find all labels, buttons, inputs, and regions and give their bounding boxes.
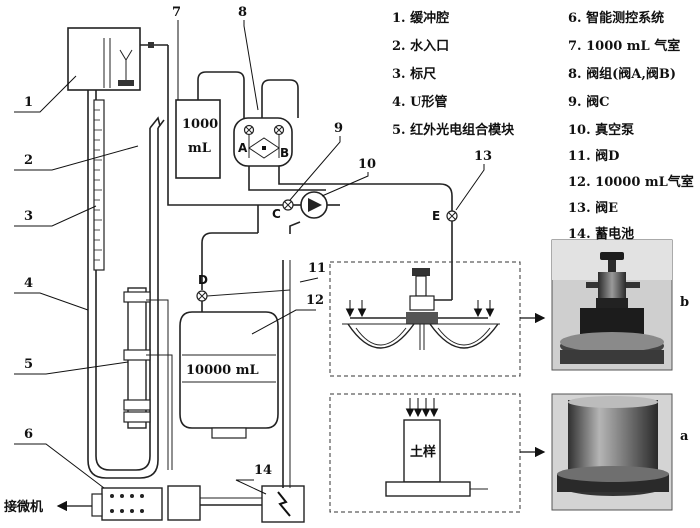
callout-2: 2 <box>24 153 33 168</box>
callout-5: 5 <box>24 357 33 372</box>
callouts <box>14 20 485 495</box>
valve-d: D <box>196 273 291 312</box>
ruler-scale <box>93 99 105 271</box>
water-inlet <box>157 119 165 129</box>
legend-item-13: 13. 阀E <box>568 200 618 216</box>
legend-item-8: 8. 阀组(阀A,阀B) <box>568 66 676 82</box>
legend-item-2: 2. 水入口 <box>392 38 449 54</box>
chamber-1000-volume: 1000 <box>182 117 218 132</box>
chamber-1000ml: 1000 mL <box>167 45 245 206</box>
vacuum-pump <box>293 191 340 219</box>
callout-8: 8 <box>238 5 247 20</box>
infrared-module <box>123 287 173 470</box>
legend-item-9: 9. 阀C <box>568 94 609 110</box>
detail-box-b <box>329 261 546 377</box>
callout-13: 13 <box>474 149 492 164</box>
callout-11: 11 <box>308 261 326 276</box>
u-tube <box>87 90 161 479</box>
soil-sample-label: 土样 <box>410 444 436 460</box>
callout-6: 6 <box>24 427 33 442</box>
valve-c: C <box>272 199 294 221</box>
callout-3: 3 <box>24 209 33 224</box>
photo-sample: a <box>551 393 689 511</box>
callout-4: 4 <box>24 276 33 291</box>
control-system <box>91 485 262 521</box>
legend-item-6: 6. 智能测控系统 <box>568 10 664 26</box>
battery <box>261 260 305 523</box>
callout-1: 1 <box>24 95 33 110</box>
valve-d-label: D <box>198 273 208 287</box>
legend-item-11: 11. 阀D <box>568 148 619 164</box>
valve-b-label: B <box>280 146 289 160</box>
valve-a-label: A <box>238 141 248 155</box>
buffer-chamber <box>67 27 168 91</box>
callout-10: 10 <box>358 157 376 172</box>
valve-c-label: C <box>272 207 281 221</box>
legend-item-4: 4. U形管 <box>392 94 447 110</box>
chamber-10000-label: 10000 mL <box>186 363 259 378</box>
callout-14: 14 <box>254 463 272 478</box>
photo-device: b <box>551 239 689 371</box>
valve-e: E <box>432 209 458 300</box>
legend-item-14: 14. 蓄电池 <box>568 226 634 242</box>
legend-item-10: 10. 真空泵 <box>568 122 634 138</box>
valve-group: A B <box>233 79 453 212</box>
chamber-1000-unit: mL <box>188 141 211 156</box>
legend-item-1: 1. 缓冲腔 <box>392 10 449 26</box>
valve-d-branch <box>289 221 301 234</box>
valve-e-label: E <box>432 209 440 223</box>
callout-numbers: 1 2 3 4 5 6 7 8 9 10 11 12 13 14 <box>24 5 492 478</box>
callout-7: 7 <box>172 5 181 20</box>
photo-b-label: b <box>680 295 689 310</box>
detail-box-a: 土样 <box>329 393 546 513</box>
legend-left: 1. 缓冲腔 2. 水入口 3. 标尺 4. U形管 5. 红外光电组合模块 <box>392 10 515 138</box>
photo-a-label: a <box>680 429 689 444</box>
pipe-to-valve-d <box>201 232 258 290</box>
computer-link: 接微机 <box>4 499 92 515</box>
callout-9: 9 <box>334 121 343 136</box>
computer-label: 接微机 <box>4 499 43 515</box>
legend-right: 6. 智能测控系统 7. 1000 mL 气室 8. 阀组(阀A,阀B) 9. … <box>568 10 694 242</box>
legend-item-3: 3. 标尺 <box>392 66 436 82</box>
chamber-10000ml: 10000 mL <box>179 311 279 439</box>
legend-item-5: 5. 红外光电组合模块 <box>392 122 515 138</box>
callout-12: 12 <box>306 293 324 308</box>
legend-item-12: 12. 10000 mL气室 <box>568 174 694 190</box>
legend-item-7: 7. 1000 mL 气室 <box>568 38 680 54</box>
